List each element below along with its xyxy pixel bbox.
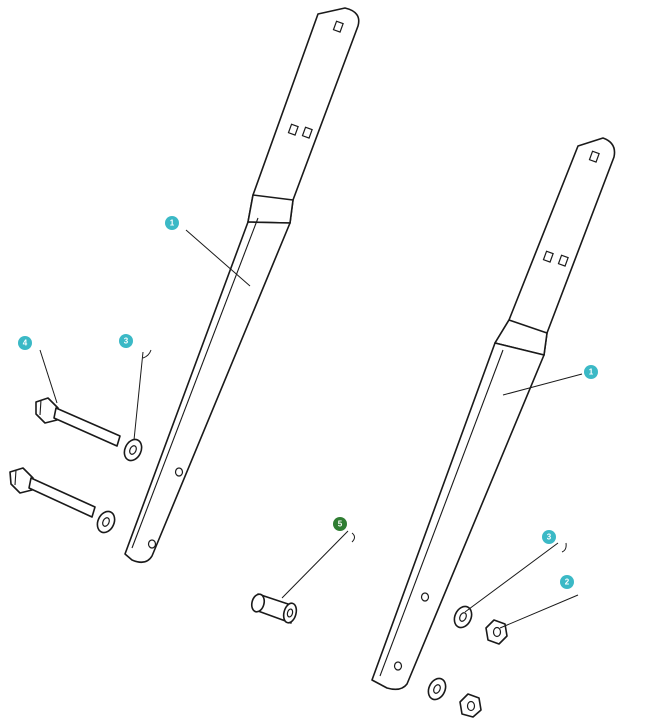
washer-right-upper[interactable] <box>451 604 475 631</box>
leader-lines <box>39 229 583 629</box>
callout-left-arm-label: 1 <box>170 219 175 228</box>
callout-washer-right-bubble <box>542 530 556 544</box>
callout-left-arm: 1 <box>165 216 179 230</box>
callout-washer-left-bubble <box>119 334 133 348</box>
callout-right-arm-bubble <box>584 365 598 379</box>
bolt-lower[interactable] <box>9 467 96 518</box>
callout-right-arm-label: 1 <box>589 368 594 377</box>
callout-washer-right: 3 <box>542 530 556 544</box>
callout-nut-bubble <box>560 575 574 589</box>
callout-washer-right-label: 3 <box>547 533 552 542</box>
callout-spacer-bubble <box>333 517 347 531</box>
callout-right-arm: 1 <box>584 365 598 379</box>
washer-left-lower[interactable] <box>94 509 118 536</box>
left-arm[interactable] <box>124 7 360 564</box>
washer-right-lower[interactable] <box>425 676 449 703</box>
bolt-upper[interactable] <box>35 397 121 447</box>
right-arm[interactable] <box>371 137 616 691</box>
nut-lower[interactable] <box>459 693 482 718</box>
callout-left-arm-bubble <box>165 216 179 230</box>
spacer[interactable] <box>250 593 299 624</box>
callout-nut-label: 2 <box>565 578 570 587</box>
callout-washer-left-label: 3 <box>124 337 129 346</box>
callout-washer-left: 3 <box>119 334 133 348</box>
callout-bolt-bubble <box>18 336 32 350</box>
callout-spacer-label: 5 <box>338 520 343 529</box>
callout-bolt: 4 <box>18 336 32 350</box>
callout-nut: 2 <box>560 575 574 589</box>
callout-bolt-label: 4 <box>23 339 28 348</box>
callout-spacer: 5 <box>333 517 347 531</box>
nut-upper[interactable] <box>485 619 508 645</box>
washer-left-upper[interactable] <box>121 437 145 464</box>
